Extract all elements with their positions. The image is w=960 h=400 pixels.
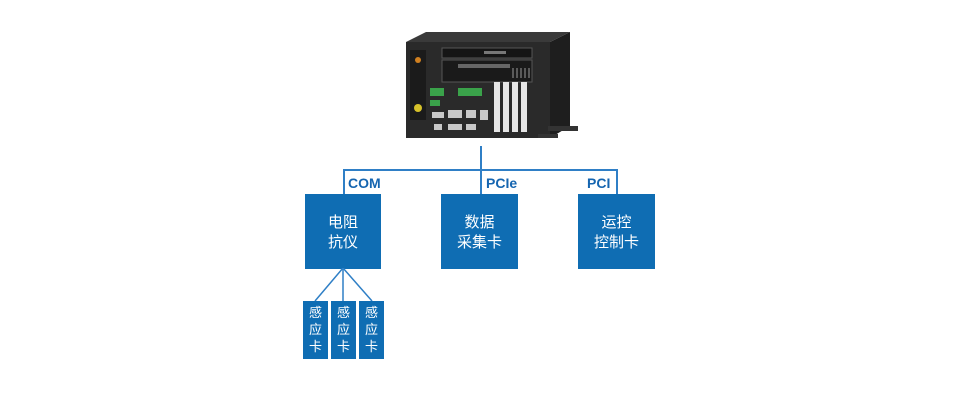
sensor-card: 感 应 卡 xyxy=(359,301,384,359)
data-acquisition-line2: 采集卡 xyxy=(456,232,502,251)
sensor-card-char3: 卡 xyxy=(364,339,378,355)
resistance-tester-line2: 抗仪 xyxy=(327,232,358,251)
pcie-label: PCIe xyxy=(486,175,518,191)
sensor-card-char1: 感 xyxy=(336,305,350,321)
pcie-drop-line xyxy=(480,169,482,194)
sensor-card-char3: 卡 xyxy=(336,339,350,355)
com-label: COM xyxy=(348,175,381,191)
sensor-card-char2: 应 xyxy=(364,322,378,338)
industrial-computer-image xyxy=(406,32,578,138)
motion-control-box: 运控 控制卡 xyxy=(578,194,655,269)
trunk-line xyxy=(480,146,482,170)
sensor-card-char2: 应 xyxy=(308,322,322,338)
sensor-card: 感 应 卡 xyxy=(303,301,328,359)
sensor-fanout-lines xyxy=(314,268,373,302)
data-acquisition-line1: 数据 xyxy=(464,212,495,231)
sensor-card-char3: 卡 xyxy=(308,339,322,355)
sensor-card: 感 应 卡 xyxy=(331,301,356,359)
com-drop-line xyxy=(343,169,345,194)
data-acquisition-box: 数据 采集卡 xyxy=(441,194,518,269)
pci-drop-line xyxy=(616,169,618,194)
sensor-card-char1: 感 xyxy=(308,305,322,321)
motion-control-line2: 控制卡 xyxy=(593,232,639,251)
pci-label: PCI xyxy=(587,175,611,191)
resistance-tester-box: 电阻 抗仪 xyxy=(305,194,381,269)
motion-control-line1: 运控 xyxy=(601,212,632,231)
sensor-card-char2: 应 xyxy=(336,322,350,338)
resistance-tester-line1: 电阻 xyxy=(327,212,358,231)
sensor-card-char1: 感 xyxy=(364,305,378,321)
